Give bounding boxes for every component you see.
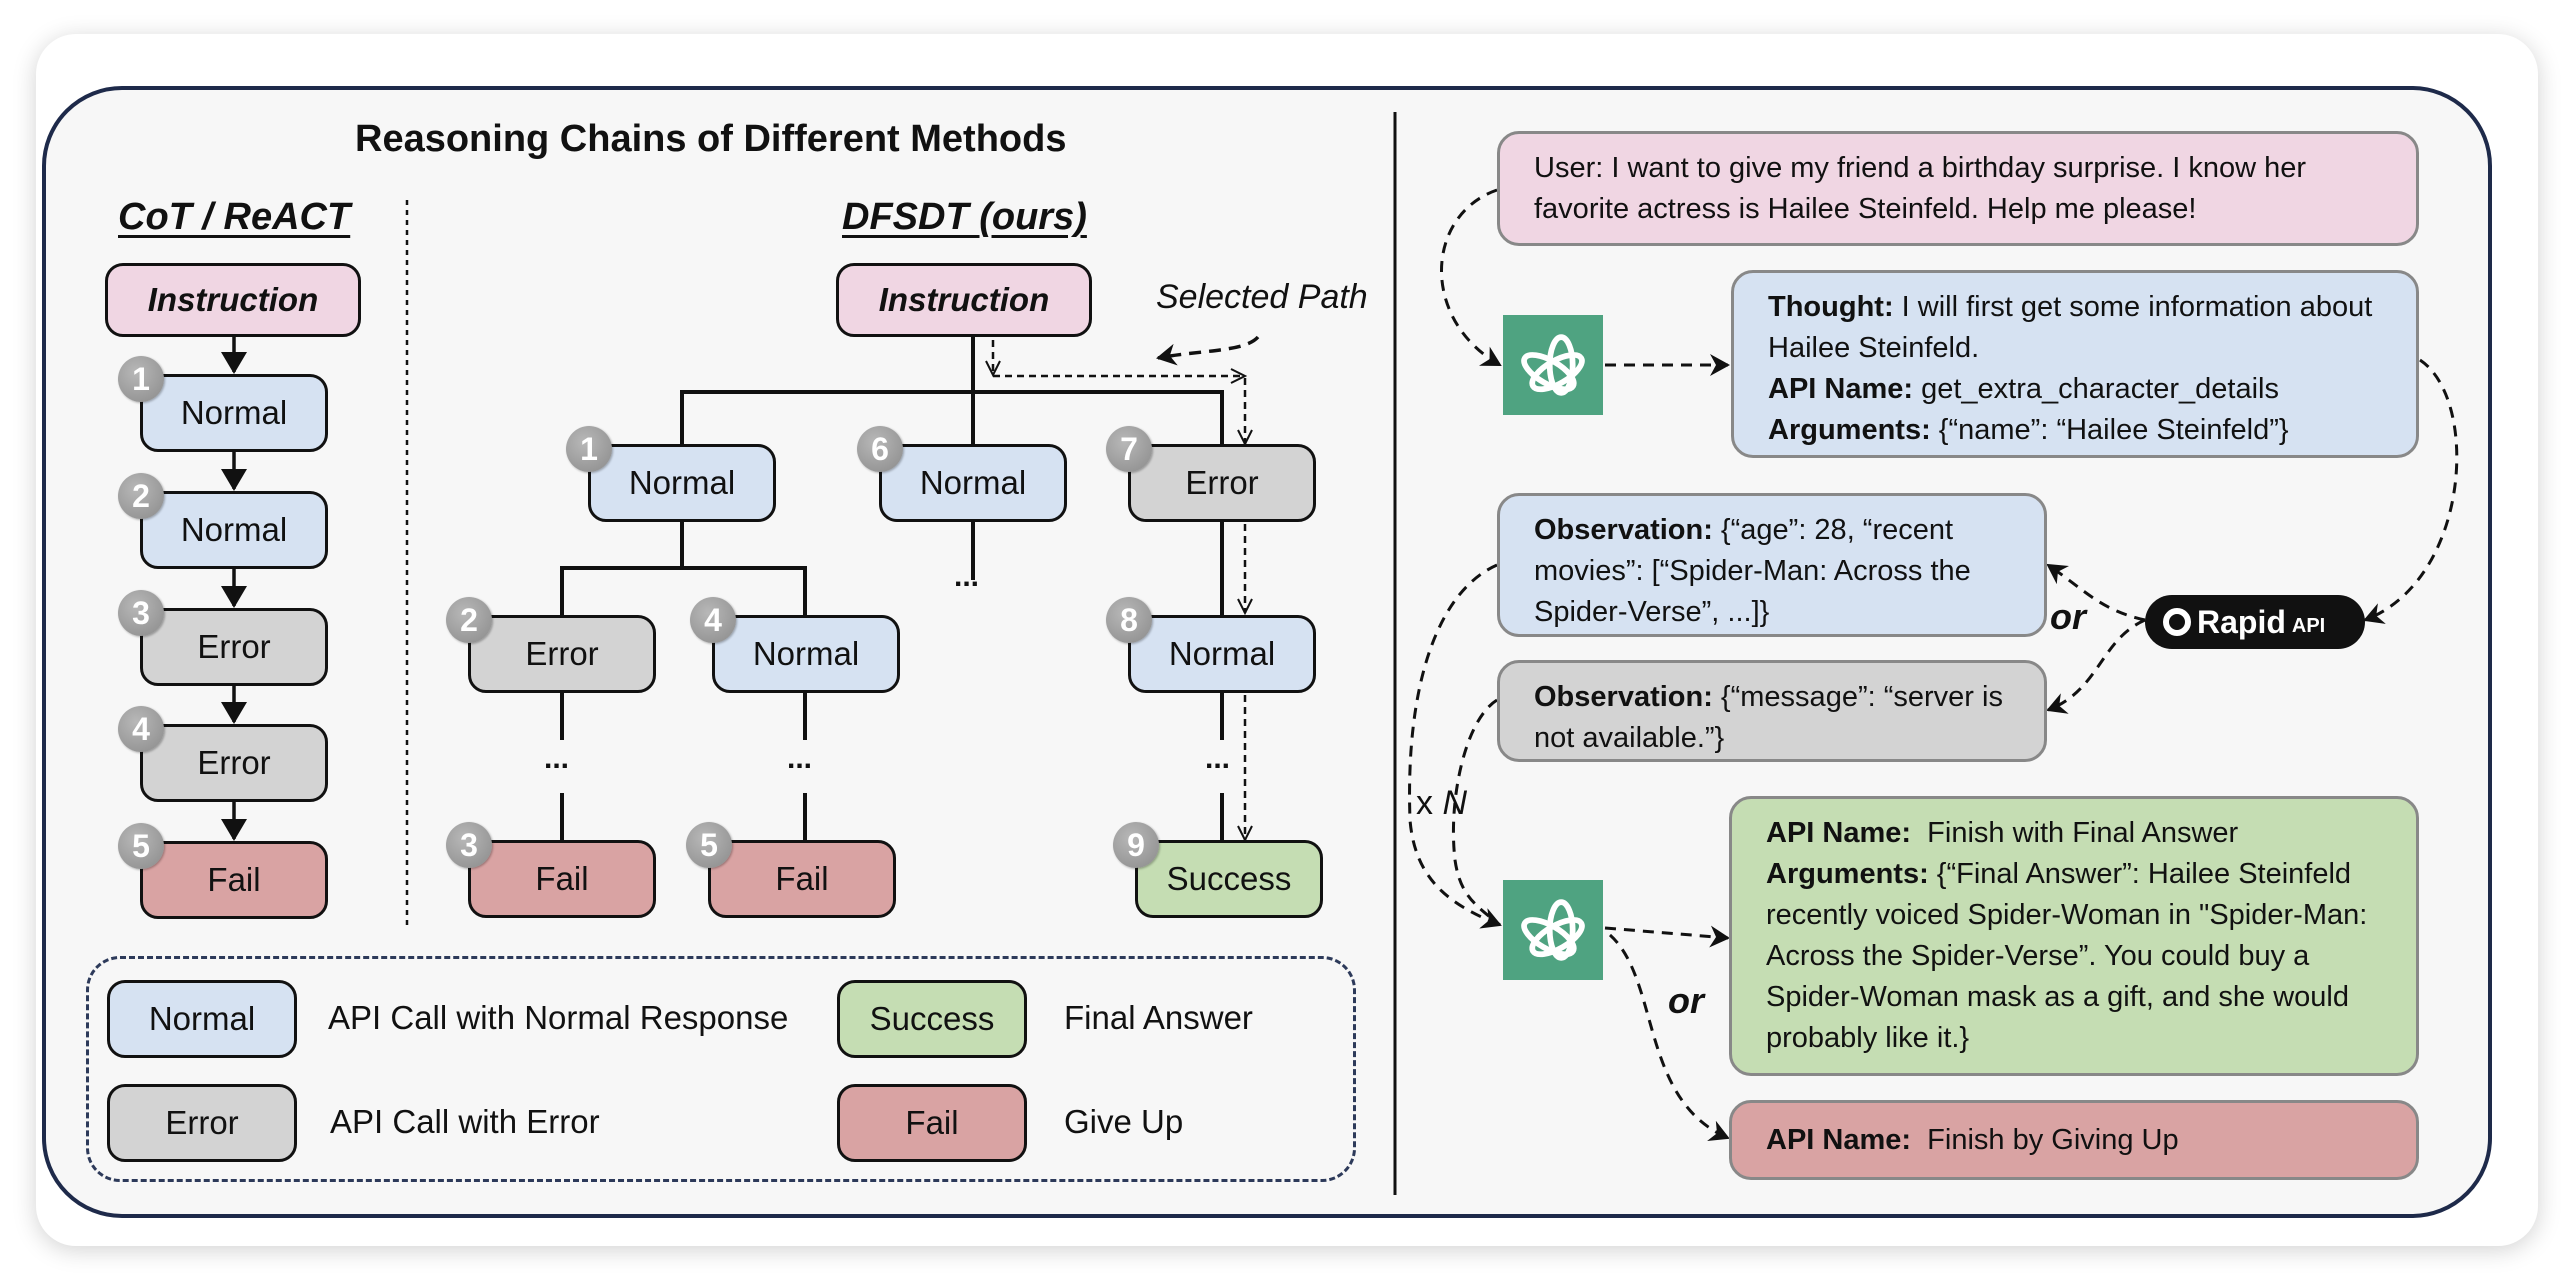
- step-number-badge: 4: [690, 597, 736, 643]
- legend-success-desc: Final Answer: [1064, 999, 1253, 1036]
- api-name-label: API Name:: [1766, 817, 1912, 849]
- user-message-text: User: I want to give my friend a birthda…: [1534, 152, 2307, 225]
- dfsdt-instruction-node: Instruction: [836, 263, 1092, 337]
- step-number-badge: 5: [686, 822, 732, 868]
- thought-box: Thought: I will first get some informati…: [1731, 270, 2419, 458]
- give-up-box: API Name: Finish by Giving Up: [1729, 1100, 2419, 1180]
- observation-label: Observation:: [1534, 681, 1713, 713]
- ellipsis: ...: [954, 560, 980, 593]
- rapid-api-name: Rapid: [2197, 603, 2286, 640]
- step-number-badge: 2: [446, 597, 492, 643]
- step-number-badge: 5: [118, 823, 164, 869]
- legend-fail-swatch: Fail: [837, 1084, 1027, 1162]
- dfsdt-heading: DFSDT (ours): [842, 196, 1087, 238]
- dfsdt-node-7: Error: [1128, 444, 1316, 522]
- step-number-badge: 8: [1106, 597, 1152, 643]
- step-number-badge: 3: [118, 590, 164, 636]
- legend: [86, 956, 1356, 1182]
- final-answer-box: API Name: Finish with Final Answer Argum…: [1729, 796, 2419, 1076]
- observation-text: {“age”: 28, “recent movies”: [“Spider-Ma…: [1534, 514, 1971, 628]
- thought-label: Thought:: [1768, 291, 1894, 323]
- step-number-badge: 7: [1106, 426, 1152, 472]
- cot-instruction-node: Instruction: [105, 263, 361, 337]
- api-name-text: Finish with Final Answer: [1911, 817, 2239, 849]
- rapid-api-suffix: API: [2291, 614, 2326, 637]
- step-number-badge: 3: [446, 822, 492, 868]
- repeat-x: x: [1416, 784, 1433, 822]
- api-name-label: API Name:: [1768, 373, 1914, 405]
- observation-label: Observation:: [1534, 514, 1713, 546]
- legend-normal-desc: API Call with Normal Response: [328, 999, 789, 1036]
- step-number-badge: 9: [1113, 822, 1159, 868]
- ellipsis: ...: [787, 742, 813, 775]
- observation-error-box: Observation: {“message”: “server is not …: [1497, 660, 2047, 762]
- api-name-text: get_extra_character_details: [1913, 373, 2279, 405]
- legend-fail-desc: Give Up: [1064, 1103, 1184, 1140]
- step-number-badge: 2: [118, 473, 164, 519]
- thought-text: I will first get some information about …: [1768, 291, 2373, 364]
- cot-node-1: Normal: [140, 374, 328, 452]
- or-label: or: [1668, 980, 1704, 1021]
- observation-normal-box: Observation: {“age”: 28, “recent movies”…: [1497, 493, 2047, 637]
- step-number-badge: 1: [566, 426, 612, 472]
- repeat-label: x N: [1416, 784, 1467, 823]
- arguments-label: Arguments:: [1766, 858, 1929, 890]
- dfsdt-node-4: Normal: [712, 615, 900, 693]
- openai-logo-icon: [1503, 315, 1603, 415]
- openai-logo-icon: [1503, 880, 1603, 980]
- ellipsis: ...: [1205, 742, 1231, 775]
- arguments-text: {“name”: “Hailee Steinfeld”}: [1930, 414, 2289, 446]
- legend-success-swatch: Success: [837, 980, 1027, 1058]
- step-number-badge: 4: [118, 706, 164, 752]
- cot-heading: CoT / ReACT: [118, 196, 351, 238]
- arguments-label: Arguments:: [1768, 414, 1931, 446]
- dfsdt-node-6: Normal: [879, 444, 1067, 522]
- step-number-badge: 1: [118, 356, 164, 402]
- repeat-n: N: [1442, 784, 1468, 822]
- api-name-label: API Name:: [1766, 1123, 1912, 1156]
- rapid-api-icon: [2163, 608, 2191, 636]
- dfsdt-node-8: Normal: [1128, 615, 1316, 693]
- api-name-text: Finish by Giving Up: [1911, 1123, 2179, 1156]
- selected-path-label: Selected Path: [1156, 278, 1368, 316]
- dfsdt-node-5: Fail: [708, 840, 896, 918]
- ellipsis: ...: [544, 742, 570, 775]
- step-number-badge: 6: [857, 426, 903, 472]
- dfsdt-node-2: Error: [468, 615, 656, 693]
- legend-error-swatch: Error: [107, 1084, 297, 1162]
- legend-error-desc: API Call with Error: [330, 1103, 600, 1140]
- dfsdt-node-3: Fail: [468, 840, 656, 918]
- user-message: User: I want to give my friend a birthda…: [1497, 131, 2419, 246]
- legend-normal-swatch: Normal: [107, 980, 297, 1058]
- arguments-text: {“Final Answer”: Hailee Steinfeld recent…: [1766, 858, 2368, 1054]
- dfsdt-node-9: Success: [1135, 840, 1323, 918]
- observation-text: {“message”: “server is not available.”}: [1534, 681, 2003, 754]
- dfsdt-node-1: Normal: [588, 444, 776, 522]
- cot-node-3: Error: [140, 608, 328, 686]
- cot-node-5: Fail: [140, 841, 328, 919]
- cot-node-4: Error: [140, 724, 328, 802]
- cot-node-2: Normal: [140, 491, 328, 569]
- or-label: or: [2050, 596, 2086, 637]
- diagram-title: Reasoning Chains of Different Methods: [355, 118, 1067, 160]
